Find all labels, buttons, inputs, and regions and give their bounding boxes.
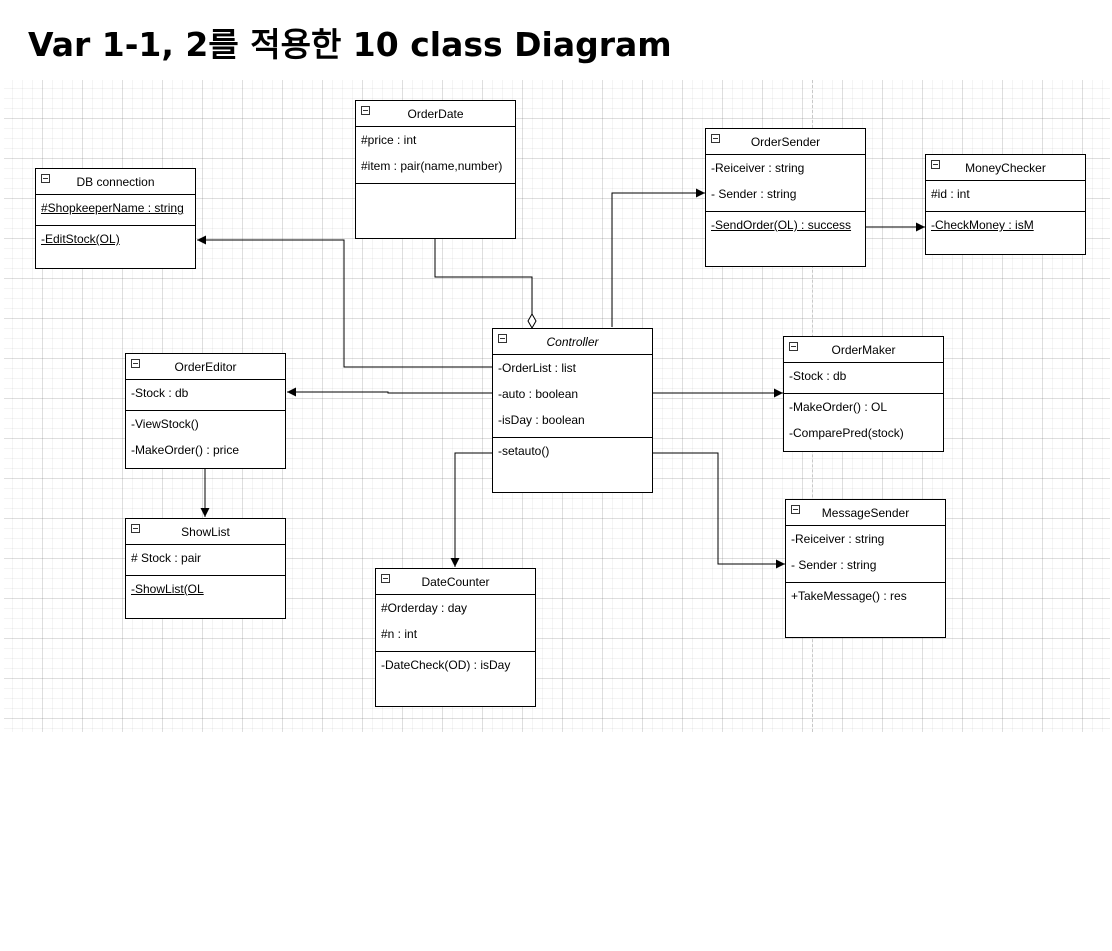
operation-section: -ViewStock() -MakeOrder() : price [126, 411, 285, 467]
operation-row[interactable]: -ViewStock() [131, 417, 199, 431]
collapse-toggle-icon[interactable] [41, 174, 50, 183]
class-name: ShowList [181, 525, 230, 539]
class-ordereditor[interactable]: OrderEditor -Stock : db -ViewStock() -Ma… [125, 353, 286, 469]
collapse-toggle-icon[interactable] [498, 334, 507, 343]
class-header[interactable]: DateCounter [376, 569, 535, 595]
collapse-toggle-icon[interactable] [381, 574, 390, 583]
class-name: OrderDate [407, 107, 464, 121]
class-header[interactable]: OrderDate [356, 101, 515, 127]
operation-section: -CheckMoney : isM [926, 212, 1085, 242]
attribute-section: # Stock : pair [126, 545, 285, 576]
class-header[interactable]: OrderSender [706, 129, 865, 155]
operation-section [356, 184, 515, 188]
connector-controller-ordersender [611, 188, 705, 327]
class-header[interactable]: DB connection [36, 169, 195, 195]
class-header[interactable]: OrderMaker [784, 337, 943, 363]
attribute-row[interactable]: -OrderList : list [498, 361, 577, 375]
operation-section: -DateCheck(OD) : isDay [376, 652, 535, 682]
attribute-section: #price : int #item : pair(name,number) [356, 127, 515, 184]
aggregation-diamond-icon [527, 312, 537, 330]
attribute-section: -Reiceiver : string - Sender : string [706, 155, 865, 212]
operation-row[interactable]: -EditStock(OL) [41, 232, 120, 246]
class-name: Controller [546, 335, 599, 349]
attribute-row[interactable]: -Reiceiver : string [711, 161, 805, 175]
class-showlist[interactable]: ShowList # Stock : pair -ShowList(OL [125, 518, 286, 619]
attribute-row[interactable]: #ShopkeeperName : string [41, 201, 184, 215]
operation-section: -EditStock(OL) [36, 226, 195, 256]
class-name: MessageSender [821, 506, 910, 520]
class-name: MoneyChecker [965, 161, 1046, 175]
connector-controller-messagesender [652, 452, 785, 569]
attribute-section: -Reiceiver : string - Sender : string [786, 526, 945, 583]
attribute-row[interactable]: -Stock : db [131, 386, 189, 400]
operation-section: -SendOrder(OL) : success [706, 212, 865, 242]
attribute-row[interactable]: - Sender : string [711, 187, 797, 201]
operation-section: -ShowList(OL [126, 576, 285, 606]
attribute-row[interactable]: #item : pair(name,number) [361, 159, 503, 173]
attribute-row[interactable]: -Reiceiver : string [791, 532, 885, 546]
operation-row[interactable]: -CheckMoney : isM [931, 218, 1034, 232]
operation-row[interactable]: -setauto() [498, 444, 550, 458]
class-dbconnection[interactable]: DB connection #ShopkeeperName : string -… [35, 168, 196, 269]
operation-section: -MakeOrder() : OL -ComparePred(stock) [784, 394, 943, 450]
attribute-row[interactable]: -isDay : boolean [498, 413, 585, 427]
collapse-toggle-icon[interactable] [131, 359, 140, 368]
class-ordersender[interactable]: OrderSender -Reiceiver : string - Sender… [705, 128, 866, 267]
page-title: Var 1-1, 2를 적용한 10 class Diagram [28, 25, 672, 64]
attribute-row[interactable]: #Orderday : day [381, 601, 468, 615]
collapse-toggle-icon[interactable] [361, 106, 370, 115]
class-header[interactable]: ShowList [126, 519, 285, 545]
attribute-row[interactable]: -Stock : db [789, 369, 847, 383]
class-moneychecker[interactable]: MoneyChecker #id : int -CheckMoney : isM [925, 154, 1086, 255]
attribute-section: -Stock : db [784, 363, 943, 394]
operation-section: +TakeMessage() : res [786, 583, 945, 613]
class-ordermaker[interactable]: OrderMaker -Stock : db -MakeOrder() : OL… [783, 336, 944, 452]
collapse-toggle-icon[interactable] [791, 505, 800, 514]
collapse-toggle-icon[interactable] [711, 134, 720, 143]
attribute-row[interactable]: -auto : boolean [498, 387, 579, 401]
attribute-section: -Stock : db [126, 380, 285, 411]
class-controller[interactable]: Controller -OrderList : list -auto : boo… [492, 328, 653, 493]
class-orderdate[interactable]: OrderDate #price : int #item : pair(name… [355, 100, 516, 239]
class-datecounter[interactable]: DateCounter #Orderday : day #n : int -Da… [375, 568, 536, 707]
operation-row[interactable]: -MakeOrder() : price [131, 443, 240, 457]
operation-row[interactable]: -ComparePred(stock) [789, 426, 904, 440]
attribute-section: #Orderday : day #n : int [376, 595, 535, 652]
class-name: OrderEditor [174, 360, 237, 374]
operation-row[interactable]: -MakeOrder() : OL [789, 400, 888, 414]
operation-section: -setauto() [493, 438, 652, 468]
operation-row[interactable]: -SendOrder(OL) : success [711, 218, 852, 232]
attribute-section: #ShopkeeperName : string [36, 195, 195, 226]
class-name: DateCounter [421, 575, 490, 589]
attribute-section: #id : int [926, 181, 1085, 212]
operation-row[interactable]: -ShowList(OL [131, 582, 204, 596]
attribute-row[interactable]: # Stock : pair [131, 551, 202, 565]
class-name: DB connection [76, 175, 155, 189]
connector-controller-ordereditor [287, 387, 492, 397]
attribute-section: -OrderList : list -auto : boolean -isDay… [493, 355, 652, 438]
attribute-row[interactable]: #price : int [361, 133, 417, 147]
connector-controller-datecounter [450, 452, 492, 567]
collapse-toggle-icon[interactable] [789, 342, 798, 351]
class-header[interactable]: MessageSender [786, 500, 945, 526]
operation-row[interactable]: +TakeMessage() : res [791, 589, 907, 603]
attribute-row[interactable]: #id : int [931, 187, 970, 201]
class-messagesender[interactable]: MessageSender -Reiceiver : string - Send… [785, 499, 946, 638]
class-header[interactable]: MoneyChecker [926, 155, 1085, 181]
connector-controller-dbconnection [197, 235, 492, 368]
connector-orderdate-controller [434, 238, 533, 314]
class-header[interactable]: Controller [493, 329, 652, 355]
class-header[interactable]: OrderEditor [126, 354, 285, 380]
attribute-row[interactable]: - Sender : string [791, 558, 877, 572]
collapse-toggle-icon[interactable] [131, 524, 140, 533]
class-name: OrderSender [750, 135, 821, 149]
attribute-row[interactable]: #n : int [381, 627, 418, 641]
operation-row[interactable]: -DateCheck(OD) : isDay [381, 658, 511, 672]
class-name: OrderMaker [831, 343, 896, 357]
collapse-toggle-icon[interactable] [931, 160, 940, 169]
